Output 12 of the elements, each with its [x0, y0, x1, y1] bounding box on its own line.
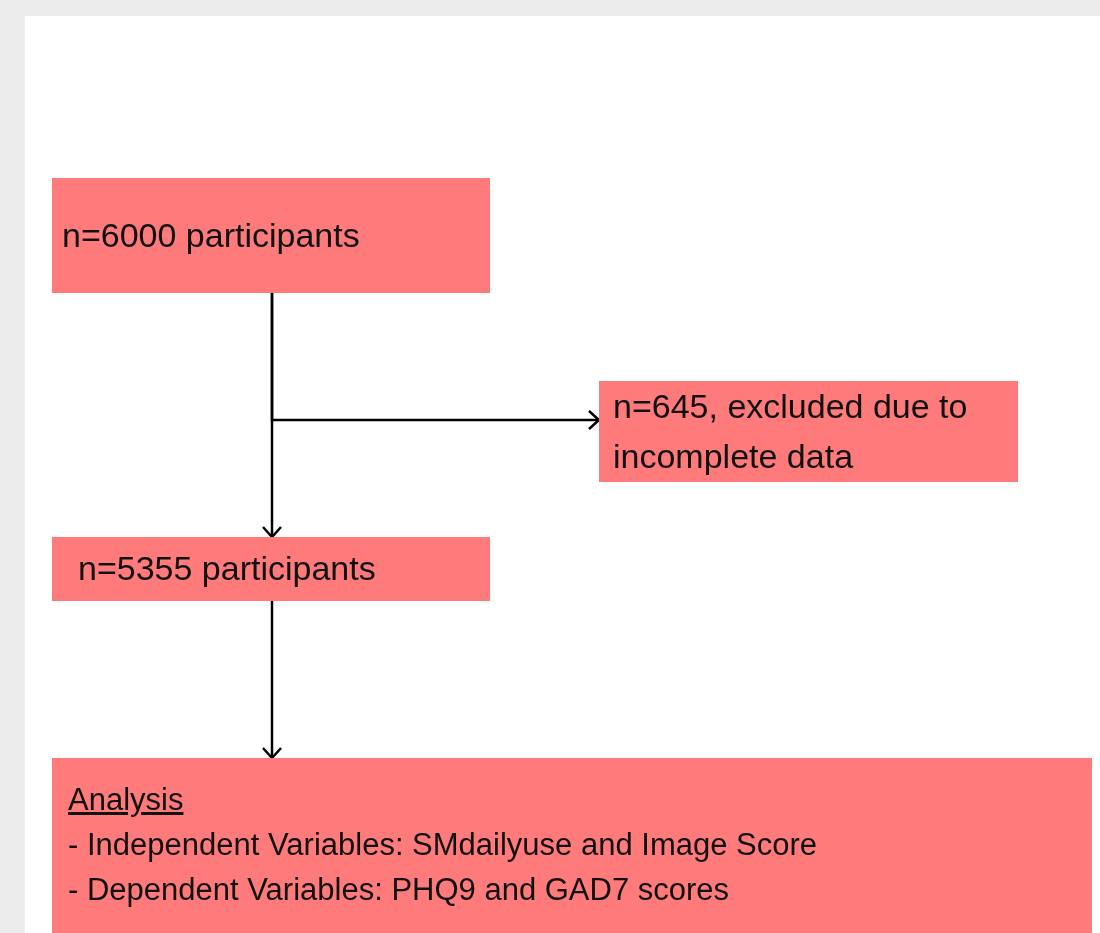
section-heading: Analysis	[68, 781, 184, 820]
box-text: - Dependent Variables: PHQ9 and GAD7 scores	[68, 870, 731, 909]
arrow	[261, 601, 283, 760]
process-box	[52, 758, 1092, 933]
box-text: n=645, excluded due to incomplete data	[613, 386, 969, 477]
process-box	[52, 178, 490, 293]
box-text: - Independent Variables: SMdailyuse and Image Score	[68, 826, 819, 865]
process-box	[599, 381, 1018, 482]
box-text: n=6000 participants	[62, 214, 361, 256]
box-text: n=5355 participants	[78, 548, 377, 590]
process-box	[52, 537, 490, 601]
arrow	[270, 293, 601, 431]
